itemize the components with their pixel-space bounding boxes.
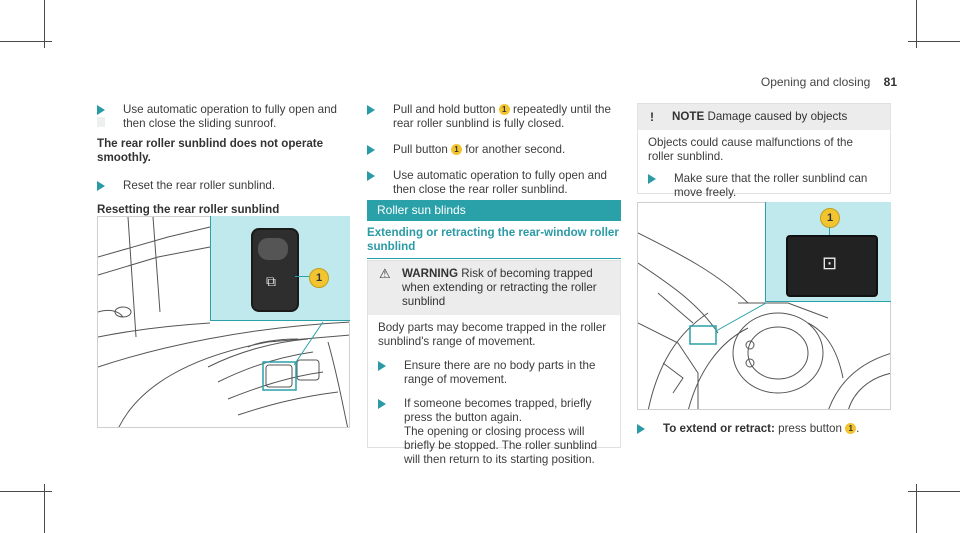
arrow-icon: [97, 181, 105, 191]
note-step: Make sure that the roller sunblind can m…: [648, 172, 880, 200]
crop-mark: [44, 0, 45, 48]
problem-heading: The rear roller sunblind does not operat…: [97, 137, 324, 164]
button-badge: 1: [845, 423, 857, 434]
note-heading: Damage caused by objects: [707, 110, 848, 123]
warning-step: Ensure there are no body parts in the ra…: [378, 359, 610, 387]
crop-mark: [916, 484, 917, 533]
callout-panel: ⧉ 1: [210, 216, 350, 321]
arrow-icon: [97, 105, 105, 115]
switch-top: [258, 238, 288, 260]
crop-mark: [908, 41, 960, 42]
subsection-heading: Extending or retracting the rear-window …: [367, 226, 621, 259]
warning-step: If someone becomes trapped, briefly pres…: [378, 397, 610, 467]
callout-badge: 1: [309, 268, 329, 288]
note-body: Objects could cause malfunctions of the …: [638, 130, 890, 206]
step-text: Make sure that the roller sunblind can m…: [674, 172, 868, 199]
step-text: Ensure there are no body parts in the ra…: [404, 359, 596, 386]
arrow-icon: [648, 174, 656, 184]
step-text: If someone becomes trapped, briefly pres…: [404, 397, 592, 424]
warning-label: WARNING: [402, 267, 459, 280]
step-text: Pull button: [393, 143, 448, 156]
notice-icon: !: [650, 110, 654, 124]
button-badge: 1: [451, 144, 463, 155]
note-text: Objects could cause malfunctions of the …: [648, 136, 853, 163]
procedure-heading: Resetting the rear roller sunblind: [97, 203, 280, 216]
page-header: Opening and closing 81: [761, 75, 897, 89]
note-box: ! NOTE Damage caused by objects Objects …: [637, 103, 891, 199]
crop-mark: [0, 491, 52, 492]
step-text: Reset the rear roller sunblind.: [123, 179, 276, 192]
crop-mark: [44, 484, 45, 533]
step-text: Use automatic operation to fully open an…: [123, 103, 337, 130]
overhead-button-graphic: ⊡: [786, 235, 878, 297]
period: .: [856, 422, 860, 435]
warning-triangle-icon: ⚠: [379, 266, 391, 281]
step-text: Use automatic operation to fully open an…: [393, 169, 607, 196]
callout-panel: 1 ⊡: [765, 202, 891, 302]
step-text: for another second.: [465, 143, 566, 156]
column-1: Use automatic operation to fully open an…: [97, 103, 347, 217]
warning-body: Body parts may become trapped in the rol…: [368, 315, 620, 473]
headliner-drawing: [638, 232, 890, 409]
button-badge: 1: [498, 104, 510, 115]
arrow-icon: [367, 105, 375, 115]
crop-mark: [908, 491, 960, 492]
sunblind-icon: ⧉: [266, 274, 276, 290]
arrow-icon: [378, 399, 386, 409]
crop-mark: [0, 41, 52, 42]
step-text: press button: [778, 422, 842, 435]
arrow-icon: [637, 424, 645, 434]
arrow-icon: [367, 145, 375, 155]
warning-heading: Risk of becoming trapped when extending …: [402, 267, 597, 308]
sunblind-extend-icon: ⊡: [822, 253, 838, 274]
instruction-step: Reset the rear roller sunblind.: [97, 179, 347, 193]
step-text: The opening or closing process will brie…: [404, 425, 598, 466]
column-3-instruction: To extend or retract: press button 1.: [637, 422, 891, 448]
page-title: Opening and closing: [760, 75, 871, 89]
door-panel-drawing: [98, 217, 349, 427]
callout-line: [295, 276, 309, 277]
warning-header: ⚠ WARNING Risk of becoming trapped when …: [368, 261, 620, 315]
column-2: Pull and hold button 1 repeatedly until …: [367, 103, 621, 209]
crop-mark: [916, 0, 917, 48]
callout-badge: 1: [820, 208, 840, 228]
instruction-step: Pull and hold button 1 repeatedly until …: [367, 103, 621, 131]
arrow-icon: [378, 361, 386, 371]
warning-text: Body parts may become trapped in the rol…: [378, 321, 607, 348]
switch-button-graphic: ⧉: [251, 228, 299, 312]
arrow-icon: [367, 171, 375, 181]
callout-line: [829, 227, 830, 235]
instruction-step: Use automatic operation to fully open an…: [367, 169, 621, 197]
instruction-step: Pull button 1 for another second.: [367, 143, 621, 157]
note-label: NOTE: [672, 110, 705, 123]
step-text: repeatedly until the rear roller sunblin…: [393, 103, 611, 130]
warning-box: ⚠ WARNING Risk of becoming trapped when …: [367, 260, 621, 466]
note-header: ! NOTE Damage caused by objects: [638, 104, 890, 130]
page-number: 81: [883, 75, 897, 89]
section-title: Roller sun blinds: [367, 200, 621, 221]
instruction-step: To extend or retract: press button 1.: [637, 422, 891, 436]
step-bar: [97, 117, 105, 127]
instruction-step: Use automatic operation to fully open an…: [97, 103, 347, 131]
step-text: Pull and hold button: [393, 103, 496, 116]
instruction-label: To extend or retract:: [663, 422, 775, 435]
